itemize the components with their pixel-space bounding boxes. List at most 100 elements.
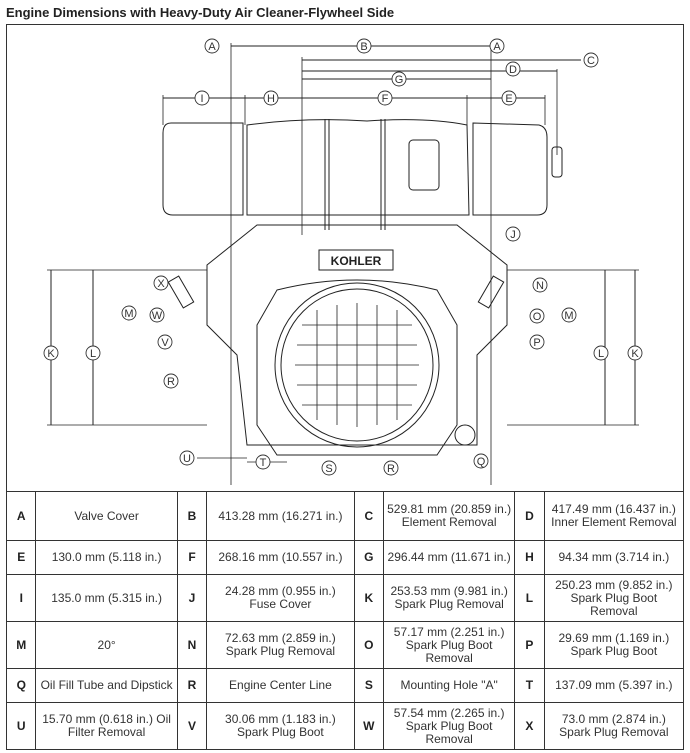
value-cell: 413.28 mm (16.271 in.) [206, 491, 355, 541]
callout-l-right: L [593, 345, 609, 361]
svg-text:E: E [505, 93, 512, 105]
key-cell: S [353, 668, 385, 703]
callout-h: H [263, 90, 279, 106]
svg-text:M: M [124, 308, 133, 320]
page-title: Engine Dimensions with Heavy-Duty Air Cl… [6, 5, 395, 20]
value-cell: 268.16 mm (10.557 in.) [206, 540, 355, 575]
svg-text:G: G [395, 74, 404, 86]
key-cell: D [514, 491, 545, 541]
callout-d: D [505, 61, 521, 77]
table-row: I 135.0 mm (5.315 in.) J 24.28 mm (0.955… [5, 574, 685, 622]
callout-g: G [391, 71, 407, 87]
value-cell: Oil Fill Tube and Dipstick [35, 668, 178, 703]
callout-x: X [153, 275, 169, 291]
value-cell: 94.34 mm (3.714 in.) [543, 540, 685, 575]
svg-text:O: O [533, 311, 542, 323]
engine-diagram: KOHLER A B A C D G I H F E J X N M W O M… [6, 24, 684, 492]
value-cell: 57.17 mm (2.251 in.) Spark Plug Boot Rem… [383, 621, 516, 669]
svg-text:V: V [161, 337, 169, 349]
key-cell: J [176, 574, 208, 622]
kohler-badge-frame [318, 249, 394, 271]
callout-v: V [157, 334, 173, 350]
table-row: M 20° N 72.63 mm (2.859 in.) Spark Plug … [5, 621, 685, 669]
key-cell: U [5, 702, 37, 750]
svg-text:B: B [360, 41, 367, 53]
callout-j: J [505, 226, 521, 242]
value-cell: 24.28 mm (0.955 in.) Fuse Cover [206, 574, 355, 622]
callout-r-bottom: R [383, 460, 399, 476]
key-cell: L [514, 574, 545, 622]
callout-p: P [529, 334, 545, 350]
value-cell: Engine Center Line [206, 668, 355, 703]
svg-text:R: R [387, 463, 395, 475]
callout-l-left: L [85, 345, 101, 361]
callout-s: S [321, 460, 337, 476]
engine-block [206, 224, 508, 446]
dimensions-table: A Valve Cover B 413.28 mm (16.271 in.) C… [5, 491, 685, 750]
svg-text:K: K [631, 348, 639, 360]
svg-text:W: W [152, 310, 163, 322]
key-cell: C [353, 491, 385, 541]
callout-o: O [529, 308, 545, 324]
value-cell: 20° [35, 621, 178, 669]
key-cell: X [514, 702, 545, 750]
callout-r-left: R [163, 373, 179, 389]
callout-f: F [377, 90, 393, 106]
value-cell: 73.0 mm (2.874 in.) Spark Plug Removal [543, 702, 685, 750]
key-cell: F [176, 540, 208, 575]
value-cell: 15.70 mm (0.618 in.) Oil Filter Removal [35, 702, 178, 750]
air-cleaner-right-cap [472, 122, 548, 216]
key-cell: B [176, 491, 208, 541]
table-row: E 130.0 mm (5.118 in.) F 268.16 mm (10.5… [5, 540, 685, 575]
flywheel-screen [256, 279, 458, 456]
kohler-badge: KOHLER [331, 254, 382, 268]
value-cell: 137.09 mm (5.397 in.) [543, 668, 685, 703]
value-cell: 130.0 mm (5.118 in.) [35, 540, 178, 575]
svg-text:T: T [260, 457, 267, 469]
value-cell: 30.06 mm (1.183 in.) Spark Plug Boot [206, 702, 355, 750]
svg-text:Q: Q [477, 456, 486, 468]
key-cell: P [514, 621, 545, 669]
value-cell: Mounting Hole "A" [383, 668, 516, 703]
callout-a-left: A [204, 38, 220, 54]
svg-text:N: N [536, 280, 544, 292]
svg-text:U: U [183, 453, 191, 465]
key-cell: T [514, 668, 545, 703]
callout-m-right: M [561, 307, 577, 323]
svg-text:P: P [533, 337, 540, 349]
key-cell: N [176, 621, 208, 669]
svg-text:A: A [208, 41, 216, 53]
key-cell: O [353, 621, 385, 669]
callout-u: U [179, 450, 195, 466]
value-cell: 296.44 mm (11.671 in.) [383, 540, 516, 575]
callout-m-left: M [121, 305, 137, 321]
key-cell: A [5, 491, 37, 541]
key-cell: V [176, 702, 208, 750]
key-cell: G [353, 540, 385, 575]
air-cleaner-body [246, 119, 470, 216]
value-cell: 253.53 mm (9.981 in.) Spark Plug Removal [383, 574, 516, 622]
callout-w: W [149, 307, 165, 323]
key-cell: I [5, 574, 37, 622]
svg-text:L: L [90, 348, 96, 360]
svg-text:H: H [267, 93, 275, 105]
table-row: A Valve Cover B 413.28 mm (16.271 in.) C… [5, 491, 685, 541]
svg-text:I: I [200, 93, 203, 105]
callout-q: Q [473, 453, 489, 469]
callout-k-right: K [627, 345, 643, 361]
value-cell: 72.63 mm (2.859 in.) Spark Plug Removal [206, 621, 355, 669]
value-cell: 529.81 mm (20.859 in.) Element Removal [383, 491, 516, 541]
svg-text:D: D [509, 64, 517, 76]
air-cleaner-left-cap [162, 122, 244, 216]
svg-text:A: A [493, 41, 501, 53]
svg-text:F: F [382, 93, 389, 105]
svg-text:K: K [47, 348, 55, 360]
callout-a-right: A [489, 38, 505, 54]
value-cell: 417.49 mm (16.437 in.) Inner Element Rem… [543, 491, 685, 541]
callout-c: C [583, 52, 599, 68]
callout-n: N [532, 277, 548, 293]
table-row: Q Oil Fill Tube and Dipstick R Engine Ce… [5, 668, 685, 703]
callout-i: I [194, 90, 210, 106]
callout-e: E [501, 90, 517, 106]
svg-text:S: S [325, 463, 332, 475]
